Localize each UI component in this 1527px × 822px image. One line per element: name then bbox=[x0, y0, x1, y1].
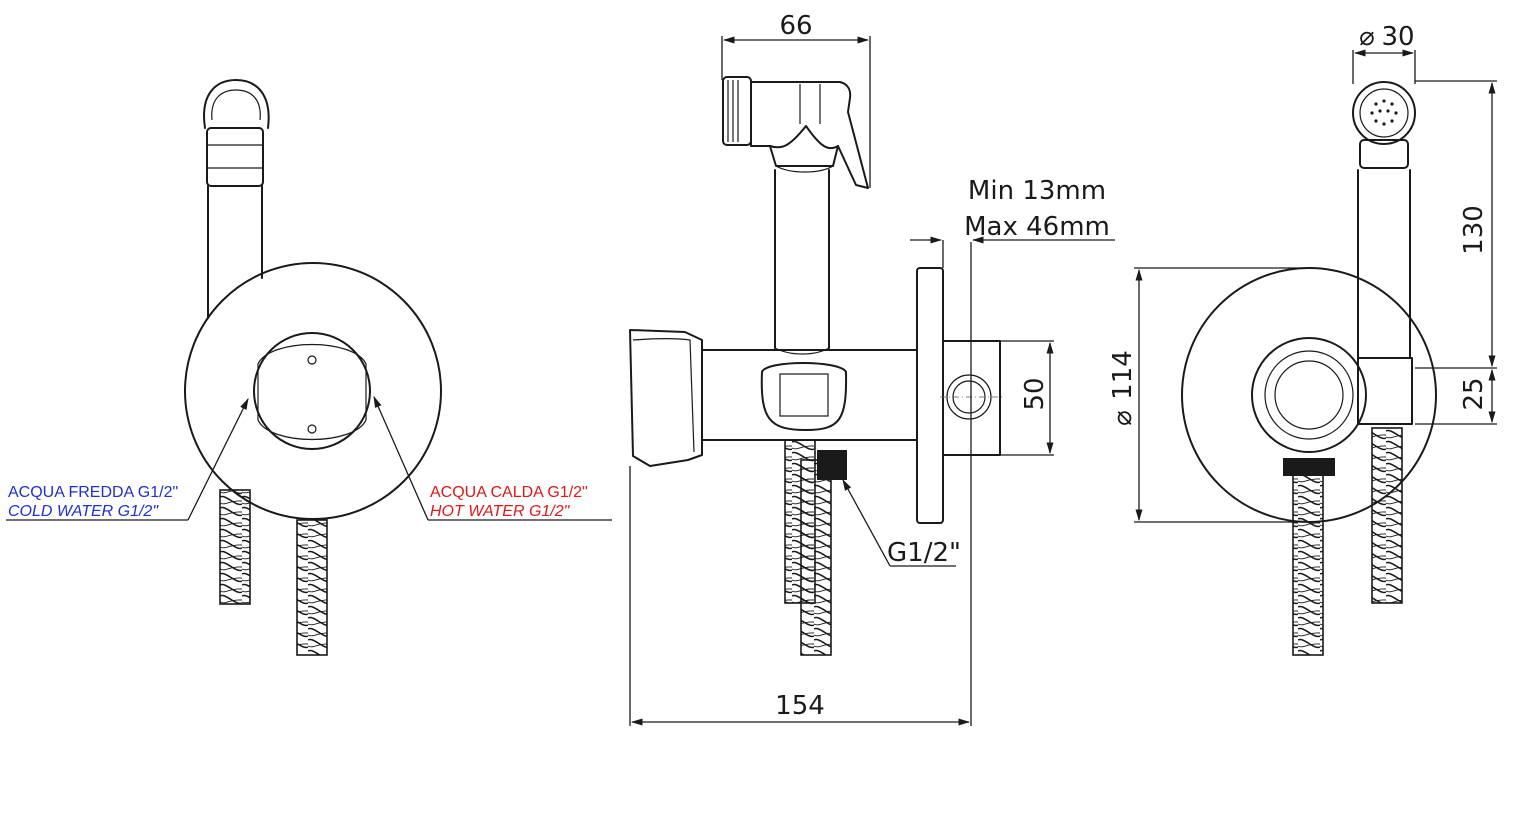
cover-plate bbox=[184, 262, 442, 520]
cold-water-label-it: ACQUA FREDDA G1/2" bbox=[8, 484, 178, 501]
dim-66: 66 bbox=[779, 11, 812, 41]
handset-side bbox=[750, 81, 869, 189]
rear-hub bbox=[1251, 337, 1367, 453]
dim-diameter-114: ⌀ 114 bbox=[1108, 350, 1138, 426]
hose-left bbox=[219, 489, 251, 605]
rear-holder bbox=[1357, 357, 1413, 425]
rear-view bbox=[1134, 49, 1497, 656]
dim-25: 25 bbox=[1459, 377, 1489, 410]
knob bbox=[253, 332, 371, 450]
dim-30: 30 bbox=[1381, 22, 1414, 52]
holder bbox=[760, 362, 848, 431]
dim-thread: G1/2" bbox=[887, 538, 961, 568]
rear-hose-2 bbox=[1371, 427, 1403, 604]
side-hose-2 bbox=[800, 459, 832, 656]
front-view bbox=[6, 79, 612, 656]
diameter-symbol-114: ⌀ bbox=[1108, 410, 1138, 426]
dim-min: Min 13mm bbox=[968, 176, 1106, 206]
side-knob bbox=[629, 329, 703, 467]
hot-water-label-it: ACQUA CALDA G1/2" bbox=[430, 484, 588, 501]
dim-154: 154 bbox=[775, 691, 825, 721]
rear-connector bbox=[1283, 458, 1335, 476]
dim-50: 50 bbox=[1020, 377, 1050, 410]
wall-plate bbox=[916, 267, 944, 524]
hose-right bbox=[296, 519, 328, 656]
spray-head bbox=[722, 76, 752, 146]
hot-water-label-en: HOT WATER G1/2" bbox=[430, 503, 571, 520]
dim-diameter-30: ⌀ 30 bbox=[1359, 22, 1414, 52]
side-view bbox=[629, 36, 1115, 726]
g12-connector bbox=[817, 450, 847, 480]
rear-hose-1 bbox=[1292, 469, 1324, 656]
dim-max: Max 46mm bbox=[964, 212, 1110, 242]
rear-spray-head bbox=[1352, 81, 1416, 145]
handset-head-outline bbox=[203, 79, 270, 129]
diameter-symbol: ⌀ bbox=[1359, 22, 1375, 52]
handset-body bbox=[206, 127, 264, 187]
dim-114: 114 bbox=[1108, 350, 1138, 400]
cold-water-label-en: COLD WATER G1/2" bbox=[8, 503, 159, 520]
dim-130: 130 bbox=[1459, 205, 1489, 255]
